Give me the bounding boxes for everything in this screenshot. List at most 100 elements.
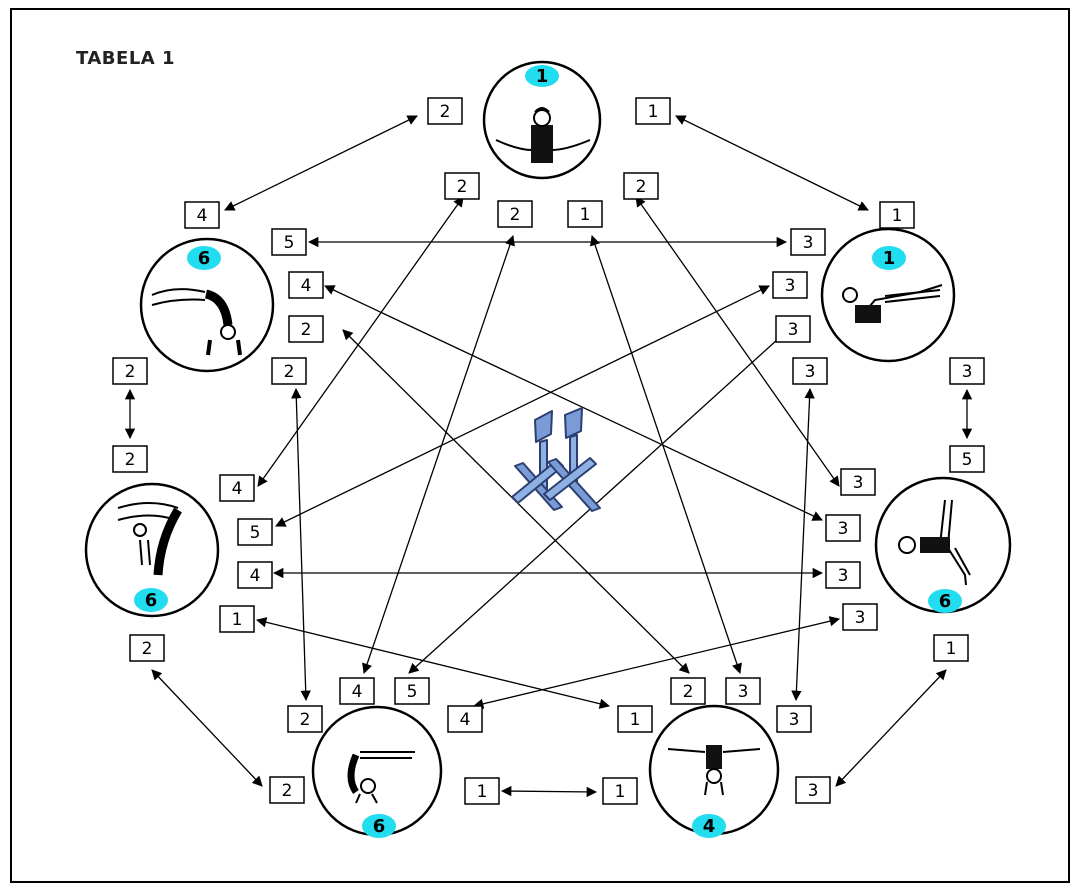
number-label: 1 (879, 201, 915, 229)
number-label-box (464, 777, 500, 805)
number-label-box (112, 357, 148, 385)
number-label-box (635, 97, 671, 125)
connector (500, 785, 598, 798)
split-figure-icon (898, 499, 971, 586)
connector (151, 669, 263, 787)
number-label-box (879, 201, 915, 229)
number-label: 2 (271, 357, 307, 385)
number-label-text: 2 (510, 205, 521, 225)
number-label-text: 1 (232, 610, 243, 630)
number-label-text: 1 (648, 102, 659, 122)
number-label-box (795, 776, 831, 804)
number-label-text: 4 (250, 566, 261, 586)
figure-badge (525, 65, 559, 87)
number-label-box (219, 605, 255, 633)
number-label: 3 (825, 561, 861, 589)
number-label: 5 (271, 228, 307, 256)
number-label: 2 (670, 677, 706, 705)
number-label: 4 (339, 677, 375, 705)
number-label-box (237, 518, 273, 546)
number-label-text: 2 (284, 362, 295, 382)
number-label: 5 (394, 677, 430, 705)
number-label-box (447, 705, 483, 733)
v-sit-figure-icon (842, 284, 943, 323)
figure-badge (692, 814, 726, 838)
figure-badge (187, 246, 221, 270)
connector (224, 115, 418, 211)
number-label-text: 1 (892, 206, 903, 226)
figure-badge-label: 4 (703, 816, 716, 837)
number-label-box (219, 474, 255, 502)
connector (408, 329, 789, 674)
number-label: 4 (184, 201, 220, 229)
connector (835, 669, 947, 787)
straddle-handstand-figure-icon (667, 745, 761, 796)
number-label-text: 2 (125, 450, 136, 470)
number-label-text: 4 (460, 710, 471, 730)
number-label: 3 (949, 357, 985, 385)
number-label: 5 (237, 518, 273, 546)
number-label: 3 (825, 514, 861, 542)
number-label: 3 (775, 315, 811, 343)
number-label: 2 (497, 200, 533, 228)
figure-right-upper: 1 (820, 227, 956, 363)
number-label-text: 2 (440, 102, 451, 122)
number-label: 3 (840, 468, 876, 496)
number-label: 2 (444, 172, 480, 200)
number-label: 3 (795, 776, 831, 804)
number-label-text: 4 (301, 276, 312, 296)
number-label-text: 5 (284, 233, 295, 253)
number-label-text: 3 (803, 233, 814, 253)
number-label: 5 (949, 445, 985, 473)
number-label: 1 (464, 777, 500, 805)
connector (362, 235, 515, 674)
number-label-text: 3 (962, 362, 973, 382)
number-label: 3 (725, 677, 761, 705)
number-label-box (949, 445, 985, 473)
number-label: 1 (602, 777, 638, 805)
parallel-bars-icon (511, 407, 601, 512)
number-label-text: 5 (407, 682, 418, 702)
number-label-text: 5 (250, 523, 261, 543)
number-label-box (602, 777, 638, 805)
figure-right-lower: 6 (874, 476, 1012, 614)
figure-left-upper: 6 (139, 237, 275, 373)
number-label: 1 (567, 200, 603, 228)
number-label-text: 2 (636, 177, 647, 197)
number-label-box (670, 677, 706, 705)
number-label-text: 4 (232, 479, 243, 499)
number-label-box (427, 97, 463, 125)
straddle-support-figure-icon (495, 107, 591, 163)
number-label: 3 (792, 357, 828, 385)
number-label-box (339, 677, 375, 705)
number-label: 2 (287, 705, 323, 733)
piked-handstand-figure-icon (347, 751, 415, 804)
number-label-box (567, 200, 603, 228)
number-label: 4 (447, 705, 483, 733)
number-label: 1 (933, 634, 969, 662)
number-label-text: 2 (142, 639, 153, 659)
number-label-box (288, 315, 324, 343)
number-label-box (271, 357, 307, 385)
number-label-box (287, 705, 323, 733)
number-label-text: 3 (853, 473, 864, 493)
number-label-box (725, 677, 761, 705)
number-label-text: 2 (301, 320, 312, 340)
diagram-frame (10, 8, 1070, 883)
number-label-box (623, 172, 659, 200)
number-label: 2 (112, 445, 148, 473)
number-label-text: 3 (789, 710, 800, 730)
number-label: 2 (112, 357, 148, 385)
connector (255, 617, 611, 709)
connector (590, 235, 742, 674)
number-label-text: 3 (855, 608, 866, 628)
number-label-box (444, 172, 480, 200)
number-label-text: 4 (197, 206, 208, 226)
number-label-box (949, 357, 985, 385)
number-label: 4 (237, 561, 273, 589)
number-label-text: 1 (615, 782, 626, 802)
number-label: 2 (623, 172, 659, 200)
connector (291, 387, 311, 702)
number-label-text: 2 (300, 710, 311, 730)
number-label-text: 3 (838, 566, 849, 586)
